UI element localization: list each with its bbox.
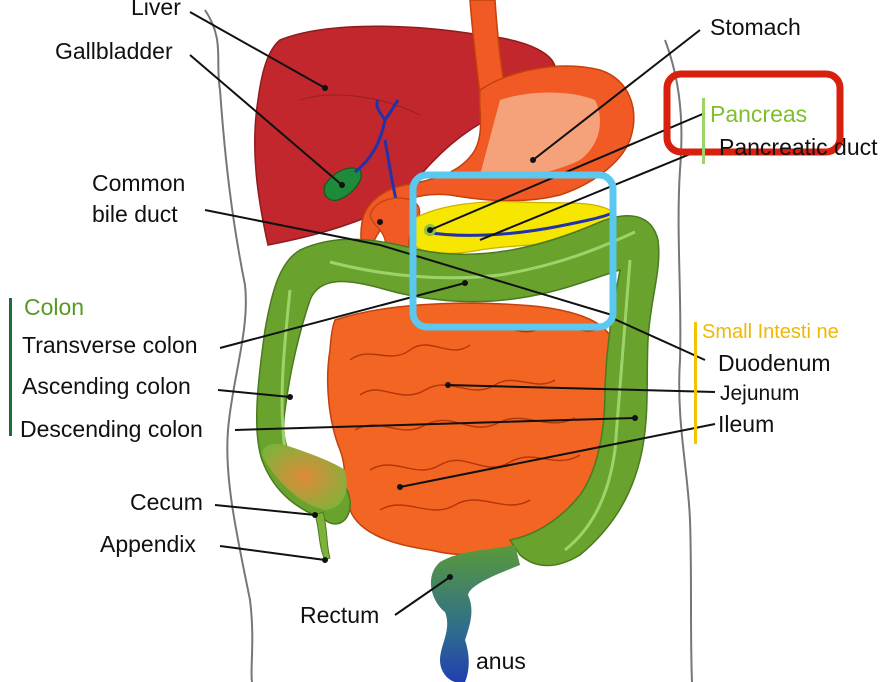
label-jejunum: Jejunum [720,382,800,405]
label-liver: Liver [131,0,181,20]
label-pancreas: Pancreas [710,101,808,127]
label-gallbladder: Gallbladder [55,38,173,64]
body-outline [204,9,693,682]
appendix-shape [314,511,331,561]
label-small-intestine-heading: Small Intesti ne [702,321,839,343]
label-appendix: Appendix [100,531,196,557]
label-colon-heading: Colon [24,294,85,320]
label-duodenum: Duodenum [718,350,831,376]
label-ileum: Ileum [718,411,775,437]
label-rectum: Rectum [300,602,380,628]
label-pancreatic-duct: Pancreatic duct [719,134,878,160]
label-common-bile-duct-line2: bile duct [92,201,178,227]
label-descending-colon: Descending colon [20,416,203,442]
label-anus: anus [476,648,526,674]
label-cecum: Cecum [130,489,203,515]
cecum-shape [262,443,347,510]
label-transverse-colon: Transverse colon [22,332,198,358]
pancreas-region-highlight-box [409,171,617,331]
label-ascending-colon: Ascending colon [22,373,191,399]
label-stomach: Stomach [710,14,801,40]
label-common-bile-duct-line1: Common [92,170,186,196]
small-intestine-bracket [694,322,697,444]
colon-bracket [9,298,12,436]
pancreas-bracket [702,98,705,164]
pancreas-highlight-box [663,70,844,156]
rectum-shape [430,545,520,682]
